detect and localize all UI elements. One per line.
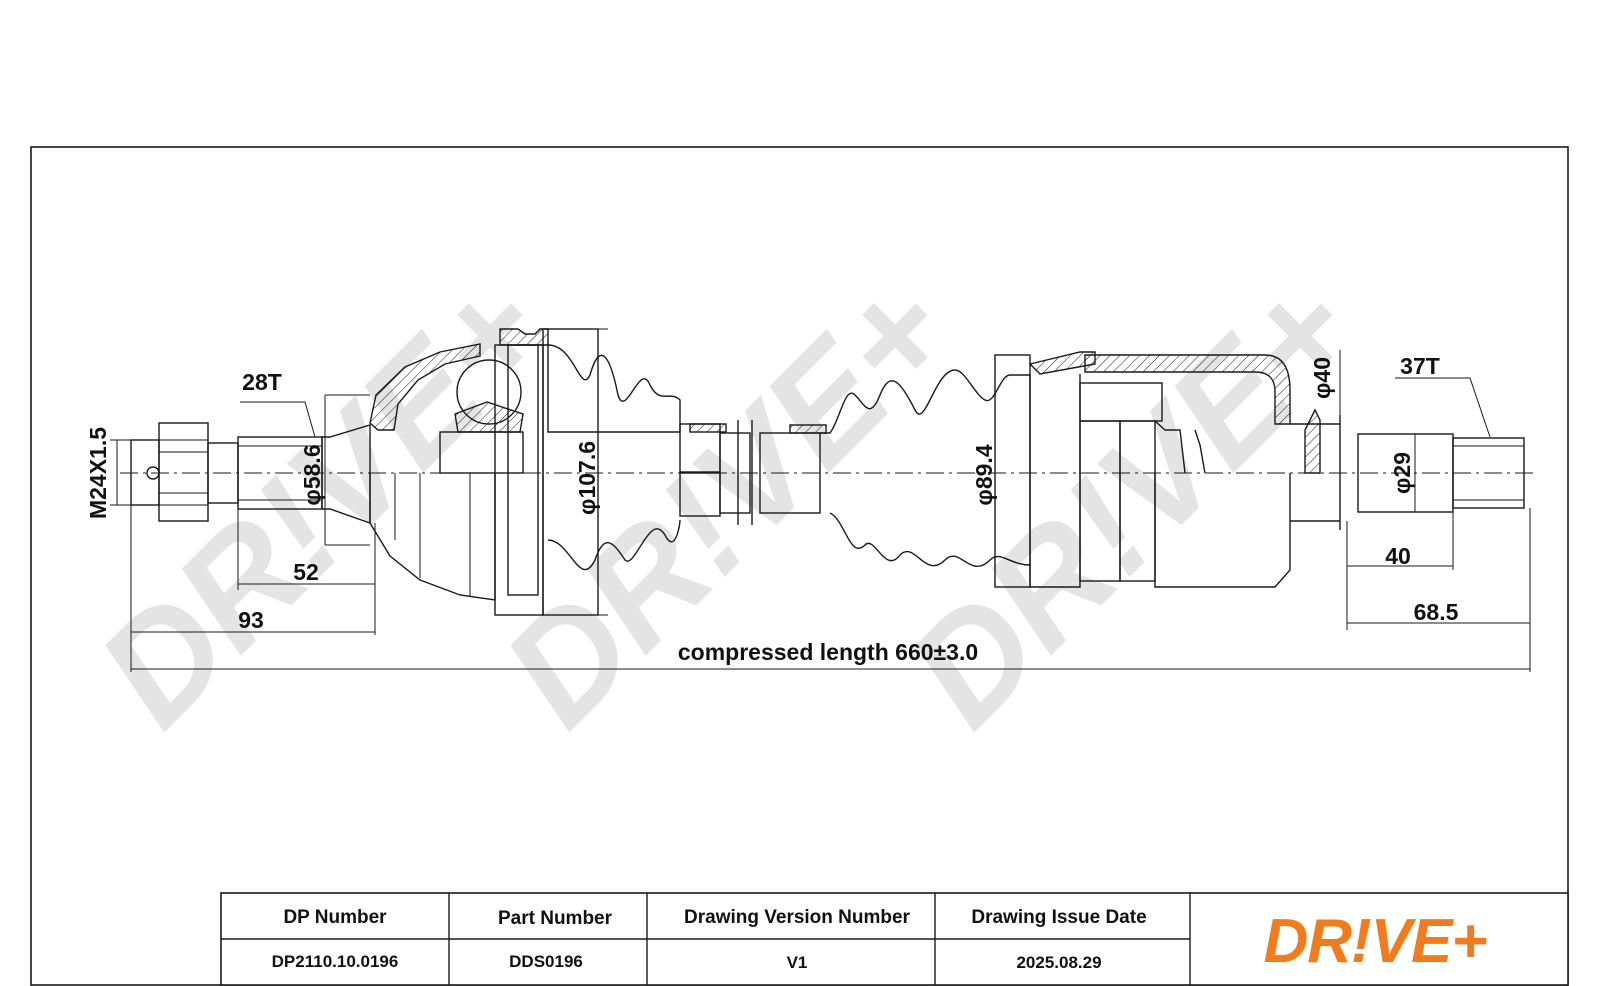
- value-dp-number: DP2110.10.0196: [272, 952, 399, 971]
- header-issue-date: Drawing Issue Date: [971, 907, 1146, 928]
- watermark-logos: DR!VE+ DR!VE+ DR!VE+: [66, 246, 1387, 757]
- label-spline-right: 37T: [1400, 353, 1440, 379]
- svg-text:DR!VE+: DR!VE+: [471, 246, 982, 757]
- label-len-52: 52: [293, 559, 319, 585]
- label-dia-left: φ58.6: [299, 444, 325, 505]
- label-len-93: 93: [238, 607, 264, 633]
- label-dia-joint-inner: φ89.4: [971, 444, 997, 505]
- header-part-number: Part Number: [498, 908, 613, 929]
- value-issue-date: 2025.08.29: [1016, 953, 1101, 972]
- shaft: [719, 420, 827, 525]
- outer-cv-joint: [369, 328, 599, 616]
- label-compressed-length: compressed length 660±3.0: [678, 639, 978, 665]
- value-part-number: DDS0196: [509, 952, 583, 971]
- dimension-labels: M24X1.5 28T φ58.6 φ107.6 φ89.4 φ40 37T φ…: [85, 353, 1459, 665]
- header-dp-number: DP Number: [283, 907, 387, 928]
- dimension-lines: [110, 328, 1531, 672]
- title-block: DP Number Part Number Drawing Version Nu…: [220, 892, 1569, 986]
- label-len-68-5: 68.5: [1414, 599, 1459, 625]
- label-dia-29: φ29: [1389, 452, 1415, 494]
- value-drawing-version: V1: [787, 953, 808, 972]
- label-spline-left: 28T: [242, 369, 282, 395]
- outer-boot: [547, 344, 727, 571]
- inner-boot: [820, 369, 1031, 567]
- right-stub: [1357, 433, 1525, 513]
- label-thread: M24X1.5: [85, 427, 111, 519]
- inner-joint-housing: [994, 351, 1341, 588]
- label-dia-40: φ40: [1309, 357, 1335, 399]
- header-drawing-version: Drawing Version Number: [684, 907, 911, 928]
- label-len-40: 40: [1385, 543, 1411, 569]
- svg-text:DR!VE+: DR!VE+: [876, 246, 1387, 757]
- brand-logo: DR!VE+: [1263, 907, 1486, 976]
- label-dia-joint-outer: φ107.6: [574, 441, 600, 515]
